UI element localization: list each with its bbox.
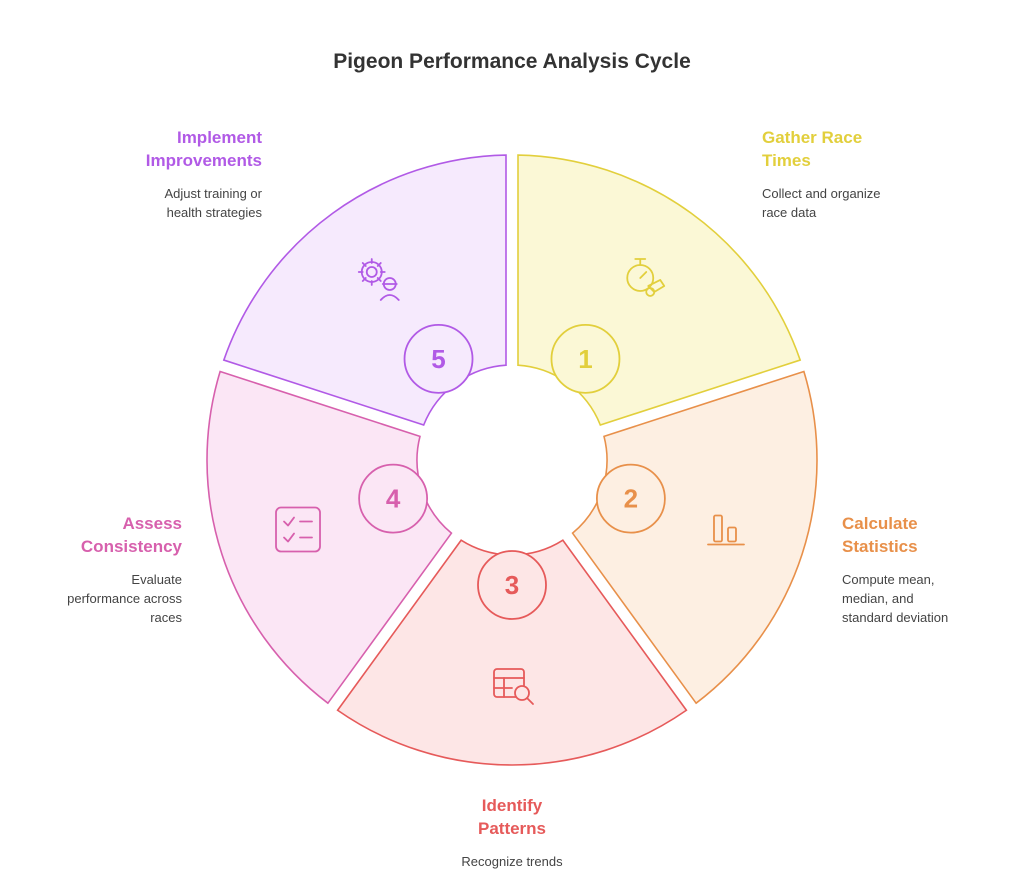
- cycle-segment-3: 3: [336, 539, 688, 766]
- cycle-segment-1: 1: [517, 154, 802, 426]
- cycle-segment-2: 2: [571, 370, 818, 705]
- step-badge-5: [403, 323, 474, 394]
- step-number-5: 5: [431, 344, 445, 374]
- step-badge-3: [477, 550, 547, 620]
- diagram-title: Pigeon Performance Analysis Cycle: [333, 50, 691, 73]
- step-badge-1: [550, 323, 621, 394]
- stopwatch-whistle-icon: [626, 258, 666, 297]
- table-search-icon: [493, 668, 534, 705]
- step-badge-4: [358, 463, 429, 534]
- step-description-3: Recognize trends: [461, 854, 563, 869]
- step-number-4: 4: [386, 484, 401, 514]
- gear-worker-icon: [357, 258, 400, 301]
- cycle-segment-5: 5: [222, 154, 507, 426]
- bar-chart-icon: [707, 514, 745, 546]
- step-badge-2: [595, 463, 666, 534]
- step-number-3: 3: [505, 570, 519, 600]
- segment-shape-5: [222, 154, 507, 426]
- checklist-icon: [275, 506, 321, 553]
- step-number-1: 1: [578, 344, 592, 374]
- step-number-2: 2: [624, 484, 638, 514]
- cycle-segment-4: 4: [206, 370, 453, 705]
